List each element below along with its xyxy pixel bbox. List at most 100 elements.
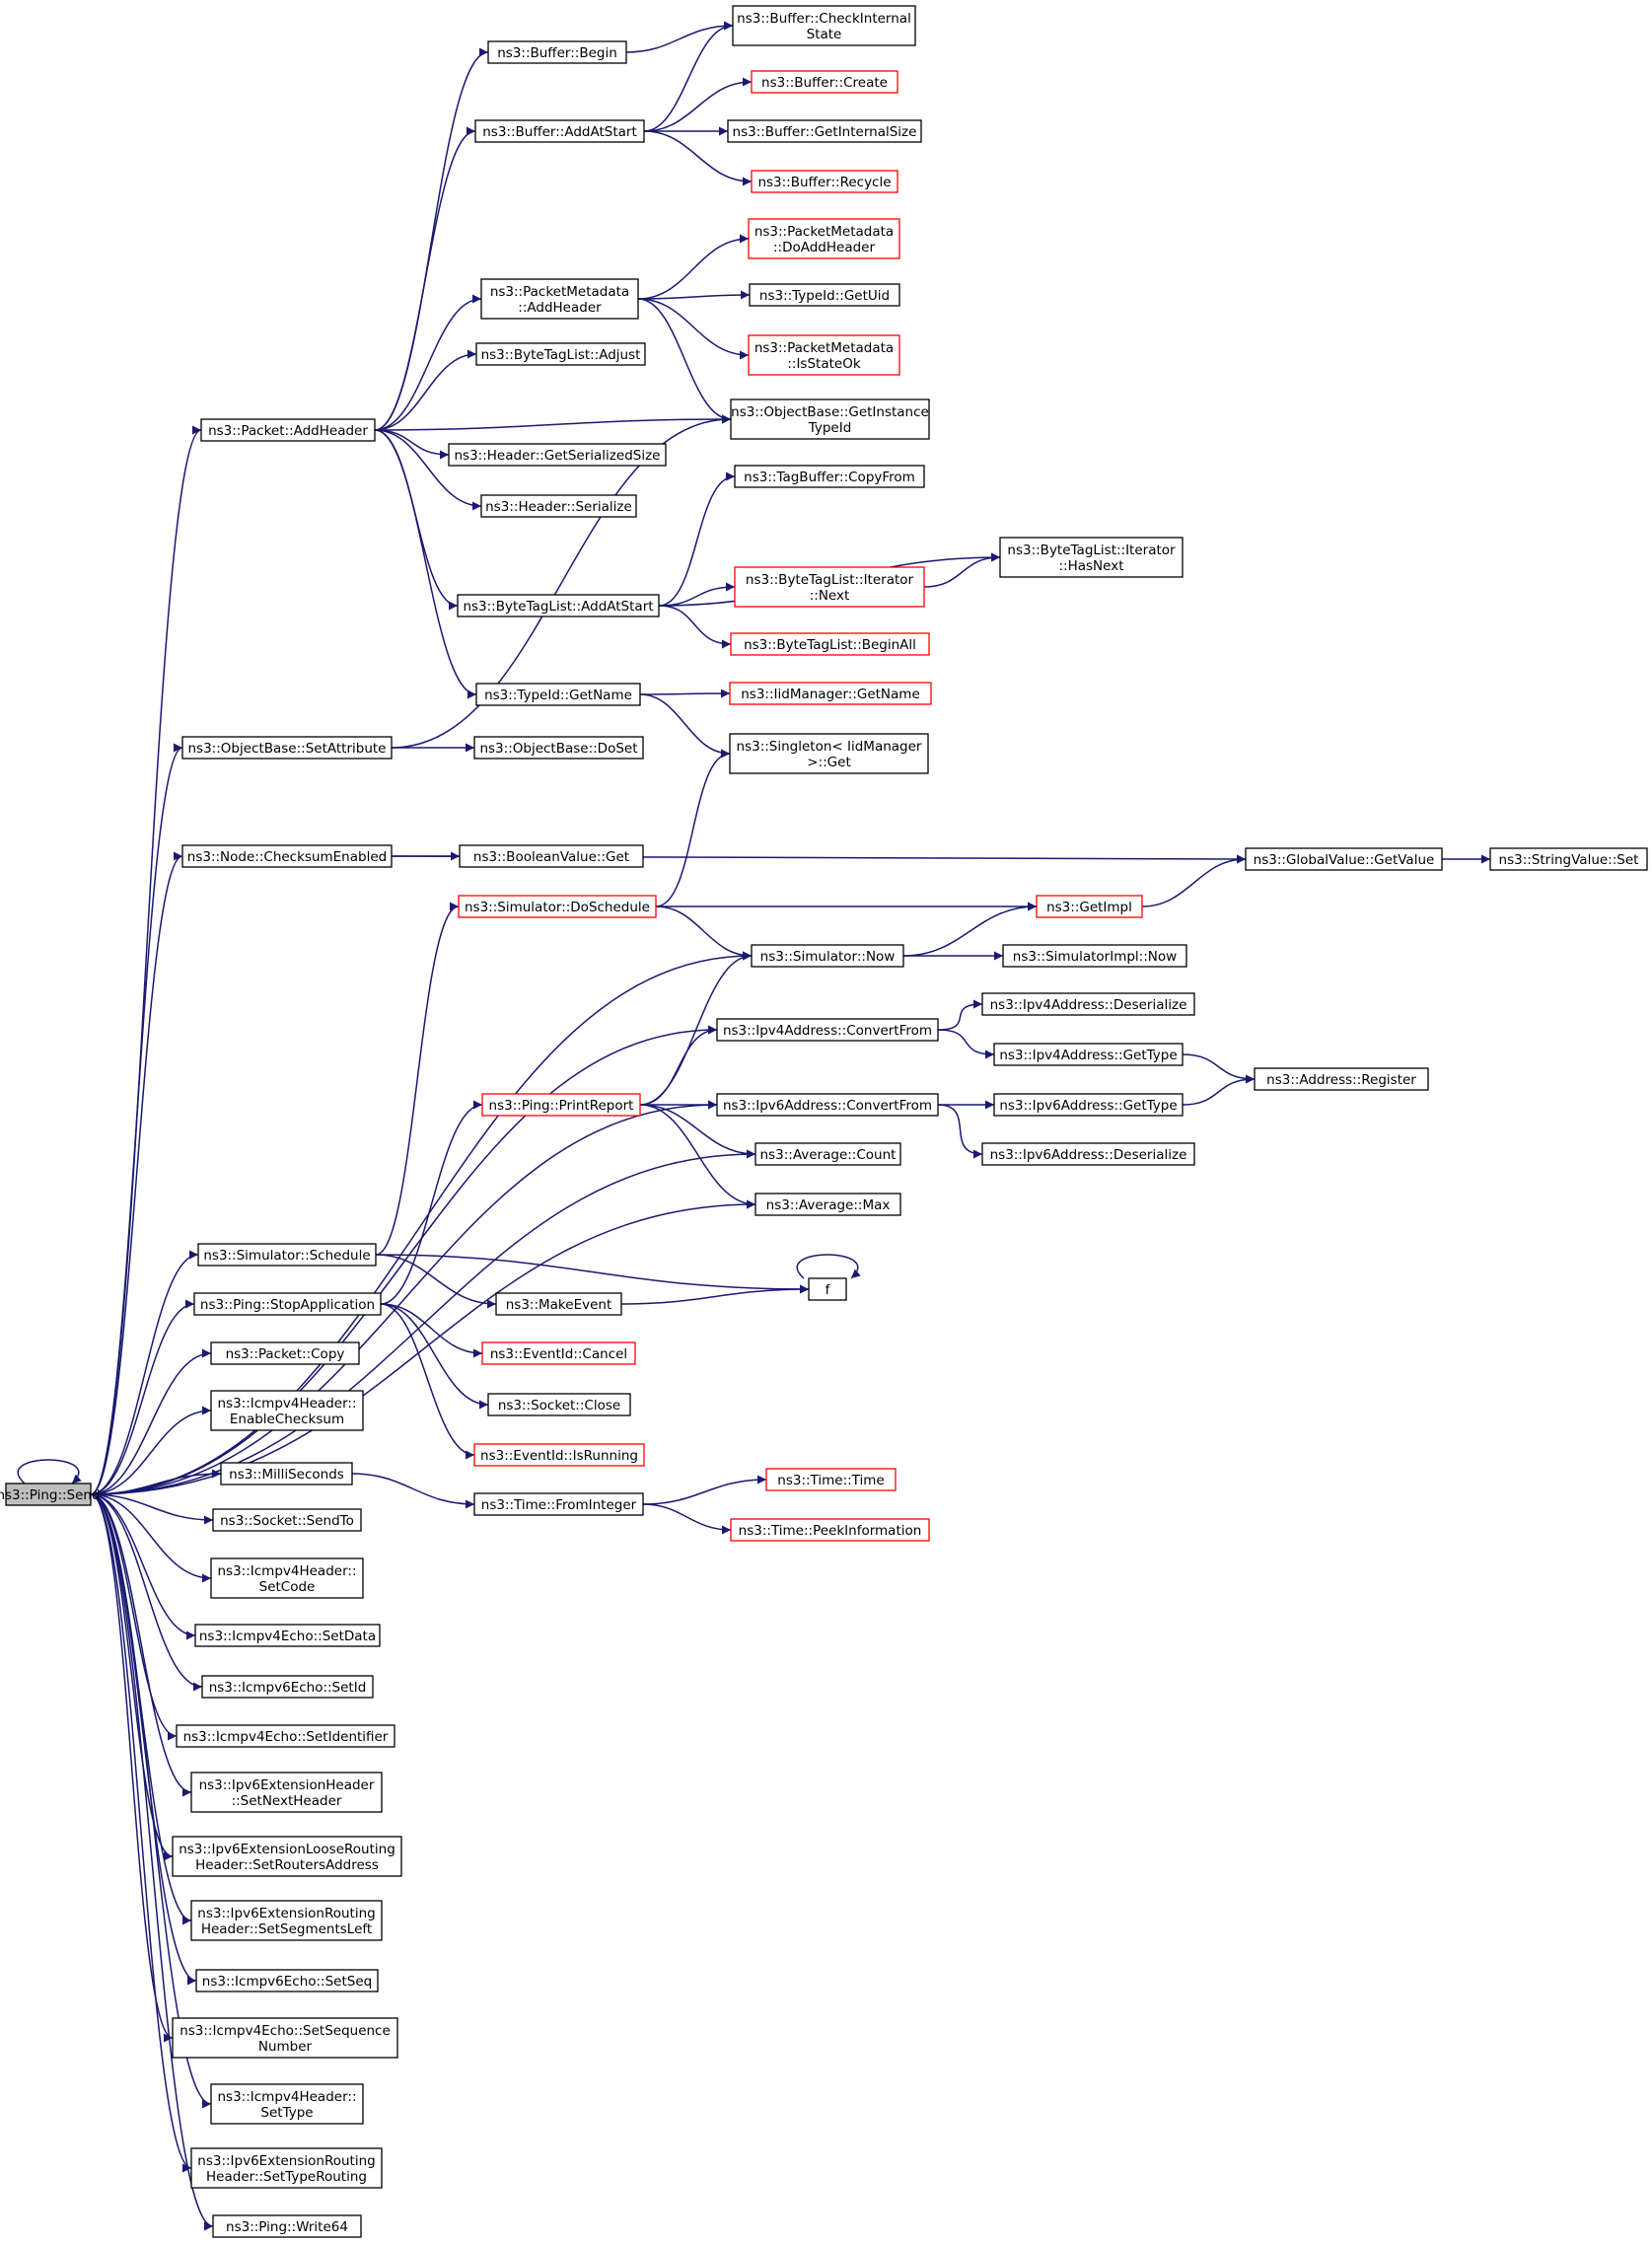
node-label-buf_checkint-0: ns3::Buffer::CheckInternal (737, 11, 911, 27)
node-socket_sendto[interactable]: ns3::Socket::SendTo (212, 1508, 362, 1532)
node-box-btl_adjust (475, 342, 646, 366)
node-ipv6_deser[interactable]: ns3::Ipv6Address::Deserialize (981, 1142, 1195, 1166)
node-time_frominteger[interactable]: ns3::Time::FromInteger (473, 1492, 644, 1516)
node-ping_printreport[interactable]: ns3::Ping::PrintReport (481, 1093, 641, 1117)
node-pm_doaddheader[interactable]: ns3::PacketMetadata::DoAddHeader (748, 218, 900, 259)
node-f[interactable]: f (808, 1277, 847, 1301)
edge-send-to-icmpv4h_setcode (90, 1493, 212, 1583)
node-boolval_get[interactable]: ns3::BooleanValue::Get (459, 844, 644, 868)
node-icmpv4echo_setdata[interactable]: ns3::Icmpv4Echo::SetData (194, 1624, 381, 1647)
node-label-socket_close-0: ns3::Socket::Close (498, 1398, 620, 1413)
node-btl_beginall[interactable]: ns3::ByteTagList::BeginAll (730, 632, 930, 656)
node-time_peekinfo[interactable]: ns3::Time::PeekInformation (730, 1518, 930, 1542)
node-pk_copy[interactable]: ns3::Packet::Copy (210, 1341, 360, 1365)
node-ping_write64[interactable]: ns3::Ping::Write64 (212, 2214, 362, 2238)
node-label-pm_isstateok-0: ns3::PacketMetadata (754, 340, 894, 356)
node-label-singleton_get-0: ns3::Singleton< IidManager (737, 739, 922, 755)
node-box-icmpv4h_settype (210, 2083, 364, 2125)
node-addr_register[interactable]: ns3::Address::Register (1254, 1067, 1429, 1091)
node-gv_getvalue[interactable]: ns3::GlobalValue::GetValue (1245, 847, 1443, 871)
node-tagbuf_copyfrom[interactable]: ns3::TagBuffer::CopyFrom (734, 465, 925, 488)
node-icmpv4h_enablecksum[interactable]: ns3::Icmpv4Header::EnableChecksum (210, 1390, 364, 1431)
node-buf_begin[interactable]: ns3::Buffer::Begin (487, 40, 627, 64)
node-ipv4_gettype[interactable]: ns3::Ipv4Address::GetType (993, 1043, 1184, 1066)
node-buf_addatstart[interactable]: ns3::Buffer::AddAtStart (474, 119, 645, 143)
node-label-btl_iter_next-1: ::Next (810, 588, 850, 604)
node-buf_create[interactable]: ns3::Buffer::Create (751, 70, 898, 94)
node-avg_max[interactable]: ns3::Average::Max (754, 1193, 901, 1216)
edge-buf_addatstart-to-buf_recycle (643, 130, 753, 186)
node-label-ipv4_gettype-0: ns3::Ipv4Address::GetType (999, 1048, 1177, 1063)
node-pk_addheader[interactable]: ns3::Packet::AddHeader (200, 418, 376, 442)
node-typeid_getname[interactable]: ns3::TypeId::GetName (475, 683, 641, 706)
node-ipv6extloose_setrouters[interactable]: ns3::Ipv6ExtensionLooseRoutingHeader::Se… (172, 1836, 402, 1877)
node-box-buf_checkint (732, 5, 916, 46)
node-strval_set[interactable]: ns3::StringValue::Set (1489, 847, 1648, 871)
node-btl_addatstart[interactable]: ns3::ByteTagList::AddAtStart (457, 594, 660, 617)
node-ipv6_convfrom[interactable]: ns3::Ipv6Address::ConvertFrom (716, 1093, 939, 1117)
node-icmpv4h_setcode[interactable]: ns3::Icmpv4Header::SetCode (210, 1557, 364, 1599)
node-label-ipv6extloose_setrouters-0: ns3::Ipv6ExtensionLooseRouting (179, 1842, 395, 1857)
node-evid_cancel[interactable]: ns3::EventId::Cancel (481, 1341, 636, 1365)
node-node_cksum[interactable]: ns3::Node::ChecksumEnabled (181, 844, 393, 868)
node-ipv6ext_setnexthdr[interactable]: ns3::Ipv6ExtensionHeader::SetNextHeader (190, 1772, 383, 1813)
edge-ping_stopapp-to-evid_isrunning (380, 1303, 475, 1460)
node-evid_isrunning[interactable]: ns3::EventId::IsRunning (473, 1443, 645, 1467)
node-label-simimpl_now-0: ns3::SimulatorImpl::Now (1013, 949, 1177, 965)
node-iid_getname[interactable]: ns3::IidManager::GetName (729, 682, 932, 705)
node-sim_schedule[interactable]: ns3::Simulator::Schedule (197, 1243, 377, 1267)
node-icmpv6echo_setid[interactable]: ns3::Icmpv6Echo::SetId (201, 1675, 374, 1699)
node-pm_addheader[interactable]: ns3::PacketMetadata::AddHeader (480, 278, 639, 320)
node-ipv4_deser[interactable]: ns3::Ipv4Address::Deserialize (981, 992, 1195, 1016)
node-buf_recycle[interactable]: ns3::Buffer::Recycle (751, 170, 898, 193)
edge-ping_stopapp-to-ping_printreport (380, 1100, 483, 1305)
node-singleton_get[interactable]: ns3::Singleton< IidManager>::Get (729, 733, 929, 774)
node-time_time[interactable]: ns3::Time::Time (765, 1468, 897, 1491)
node-box-icmpv4echo_setseqnum (172, 2017, 398, 2059)
node-label-time_time-0: ns3::Time::Time (777, 1473, 884, 1488)
node-icmpv4h_settype[interactable]: ns3::Icmpv4Header::SetType (210, 2083, 364, 2125)
node-ipv6extrouting_settyperouting[interactable]: ns3::Ipv6ExtensionRoutingHeader::SetType… (190, 2147, 383, 2189)
node-pm_isstateok[interactable]: ns3::PacketMetadata::IsStateOk (748, 334, 900, 376)
node-label-icmpv6echo_setid-0: ns3::Icmpv6Echo::SetId (209, 1680, 367, 1696)
node-label-gv_getvalue-0: ns3::GlobalValue::GetValue (1254, 852, 1435, 868)
node-icmpv6echo_setseq[interactable]: ns3::Icmpv6Echo::SetSeq (195, 1969, 379, 1992)
node-hdr_getsersize[interactable]: ns3::Header::GetSerializedSize (448, 443, 667, 467)
node-box-getimpl (1036, 895, 1143, 918)
node-ipv4_convfrom[interactable]: ns3::Ipv4Address::ConvertFrom (716, 1018, 939, 1042)
node-label-ipv6extrouting_setsegs-0: ns3::Ipv6ExtensionRouting (197, 1906, 375, 1921)
node-box-tagbuf_copyfrom (734, 465, 925, 488)
node-hdr_serialize[interactable]: ns3::Header::Serialize (480, 494, 637, 518)
node-sim_now[interactable]: ns3::Simulator::Now (751, 944, 904, 968)
node-icmpv4echo_setident[interactable]: ns3::Icmpv4Echo::SetIdentifier (176, 1724, 395, 1748)
node-milliseconds[interactable]: ns3::MilliSeconds (220, 1462, 353, 1485)
node-btl_adjust[interactable]: ns3::ByteTagList::Adjust (475, 342, 646, 366)
node-ipv6extrouting_setsegs[interactable]: ns3::Ipv6ExtensionRoutingHeader::SetSegm… (190, 1900, 383, 1941)
node-sim_doschedule[interactable]: ns3::Simulator::DoSchedule (458, 895, 657, 918)
node-buf_getintsize[interactable]: ns3::Buffer::GetInternalSize (727, 119, 922, 143)
node-simimpl_now[interactable]: ns3::SimulatorImpl::Now (1002, 944, 1187, 968)
node-send[interactable]: ns3::Ping::Send (0, 1483, 101, 1506)
node-label-ipv6extrouting_setsegs-1: Header::SetSegmentsLeft (201, 1921, 372, 1937)
node-getimpl[interactable]: ns3::GetImpl (1036, 895, 1143, 918)
node-ob_setattr[interactable]: ns3::ObjectBase::SetAttribute (181, 736, 393, 760)
node-ob_doset[interactable]: ns3::ObjectBase::DoSet (473, 736, 644, 760)
node-typeid_getuid[interactable]: ns3::TypeId::GetUid (749, 283, 900, 307)
edge-send-to-send (17, 1459, 82, 1485)
node-avg_count[interactable]: ns3::Average::Count (754, 1142, 901, 1166)
node-label-sim_schedule-0: ns3::Simulator::Schedule (203, 1248, 370, 1264)
node-makeevent[interactable]: ns3::MakeEvent (495, 1292, 622, 1316)
node-ping_stopapp[interactable]: ns3::Ping::StopApplication (193, 1292, 382, 1316)
edge-send-to-icmpv4h_settype (90, 1493, 212, 2109)
edge-buf_addatstart-to-buf_checkint (643, 21, 734, 132)
edge-ping_stopapp-to-evid_cancel (380, 1303, 483, 1358)
node-btl_iter_next[interactable]: ns3::ByteTagList::Iterator::Next (734, 566, 925, 608)
node-ipv6_gettype[interactable]: ns3::Ipv6Address::GetType (993, 1093, 1184, 1117)
node-socket_close[interactable]: ns3::Socket::Close (487, 1393, 631, 1416)
node-btl_iter_hasnext[interactable]: ns3::ByteTagList::Iterator::HasNext (999, 537, 1184, 578)
node-label-ob_getinsttid-0: ns3::ObjectBase::GetInstance (731, 404, 929, 420)
